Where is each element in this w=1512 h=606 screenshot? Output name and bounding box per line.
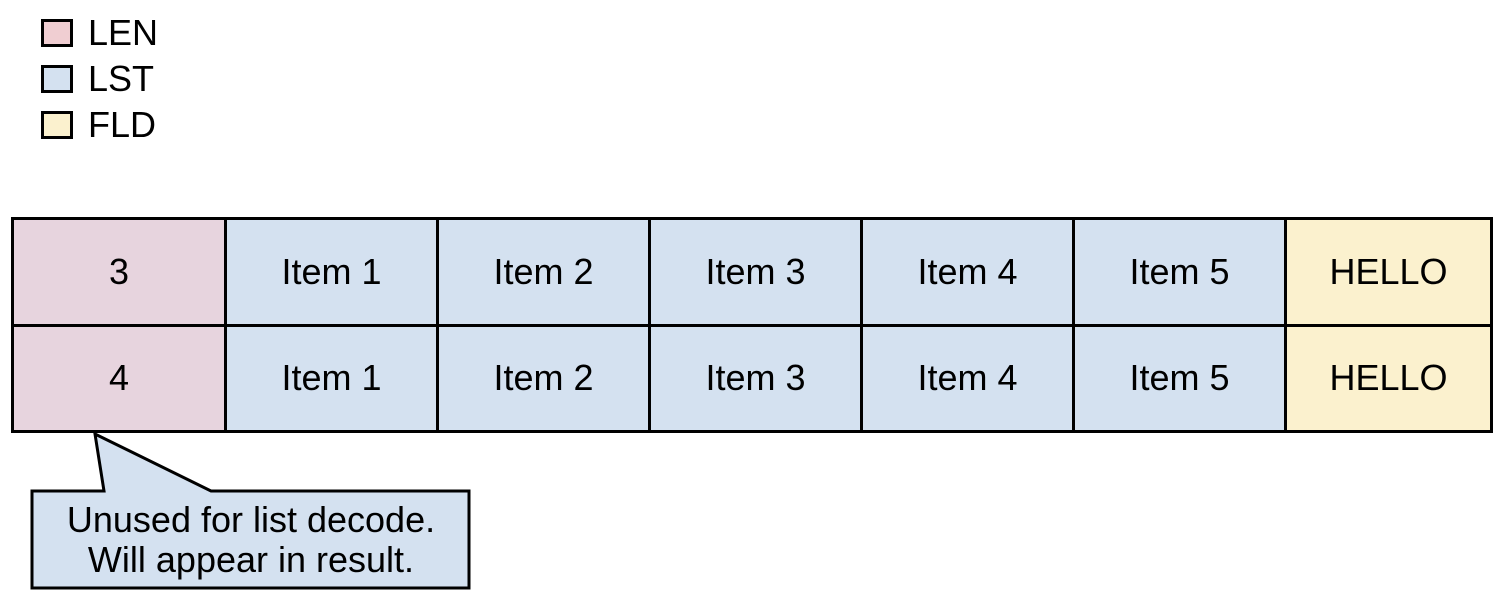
legend-label-fld: FLD [88, 104, 157, 145]
table-cell-item: Item 5 [1075, 220, 1284, 324]
table-cell-item: Item 1 [227, 326, 436, 430]
table-cell-len: 3 [14, 220, 224, 324]
callout-text-line: Will appear in result. [87, 538, 415, 580]
table-cell-field: HELLO [1287, 220, 1490, 324]
legend-item-fld: FLD [41, 102, 158, 148]
callout-shape [30, 431, 471, 590]
table-cell-item: Item 3 [651, 220, 860, 324]
legend-label-lst: LST [88, 58, 155, 99]
table-cell-item: Item 5 [1075, 326, 1284, 430]
legend-item-lst: LST [41, 56, 158, 102]
callout-text: Unused for list decode. Will appear in r… [34, 493, 468, 586]
table-cell-item: Item 4 [863, 220, 1072, 324]
table-cell-item: Item 4 [863, 326, 1072, 430]
table-cell-item: Item 1 [227, 220, 436, 324]
encoding-table: 3 Item 1 Item 2 Item 3 Item 4 Item 5 HEL… [11, 217, 1493, 433]
legend-item-len: LEN [41, 10, 158, 56]
table-cell-item: Item 2 [439, 326, 648, 430]
legend-label-len: LEN [88, 12, 159, 53]
len-color-swatch [41, 19, 73, 47]
fld-color-swatch [41, 111, 73, 139]
callout-text-line: Unused for list decode. [66, 498, 436, 540]
table-cell-field: HELLO [1287, 326, 1490, 430]
lst-color-swatch [41, 65, 73, 93]
legend: LEN LST FLD [41, 10, 158, 148]
table-cell-len: 4 [14, 326, 224, 430]
table-cell-item: Item 3 [651, 326, 860, 430]
callout-bubble [30, 431, 471, 590]
table-cell-item: Item 2 [439, 220, 648, 324]
